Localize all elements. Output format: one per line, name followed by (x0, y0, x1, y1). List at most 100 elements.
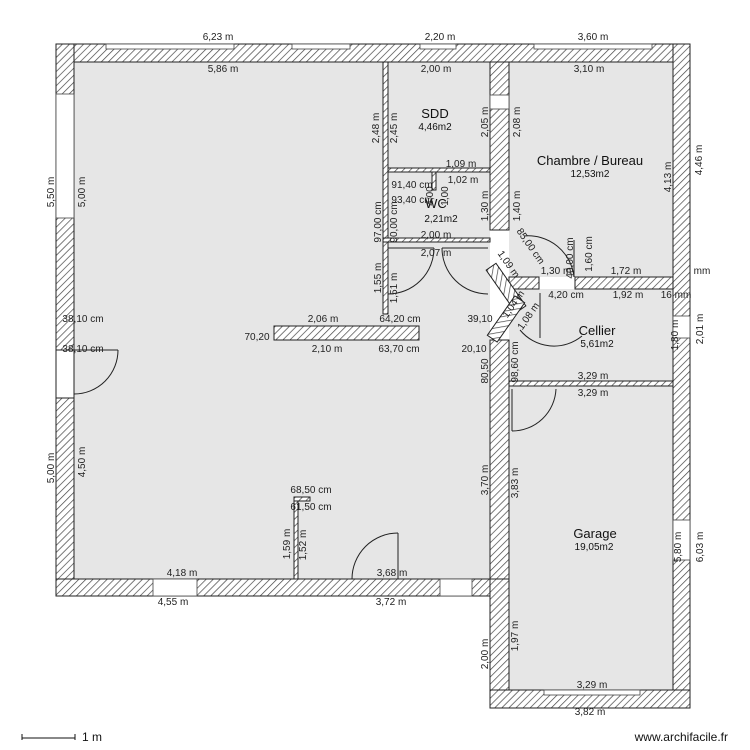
dim-label: 2,00 m (421, 64, 452, 75)
window-top-1 (105, 43, 235, 50)
dim-label: 64,20 cm (379, 314, 420, 325)
dim-label: 1,09 m (446, 159, 477, 170)
room-area-cellier: 5,61m2 (580, 339, 614, 350)
dim-label: 5,00 m (77, 177, 88, 208)
wall-right (672, 43, 691, 709)
room-area-sdd: 4,46m2 (418, 122, 452, 133)
dim-label: 1,80 m (670, 320, 681, 351)
dim-label: 1,30 m (541, 266, 572, 277)
room-labels: SDD 4,46m2 WC 2,21m2 Chambre / Bureau 12… (418, 106, 643, 553)
dim-label: 4,20 cm (548, 290, 584, 301)
site-credit: www.archifacile.fr (634, 730, 728, 744)
dim-label: 98,60 cm (510, 341, 521, 382)
dim-label: 2,00 m (480, 639, 491, 670)
wall-sdd-wc (387, 167, 491, 173)
dim-label: 6,03 m (695, 532, 706, 563)
room-name-cellier: Cellier (579, 323, 617, 338)
dim-label: 3,70 m (480, 465, 491, 496)
room-name-sdd: SDD (421, 106, 448, 121)
window-right-cellier (672, 315, 691, 339)
dim-label: 68,50 cm (290, 485, 331, 496)
dim-label: 38,10 cm (62, 344, 103, 355)
dim-label: 2,06 m (308, 314, 339, 325)
wall-garage-left (489, 578, 510, 709)
footer: 1 m www.archifacile.fr (21, 730, 728, 744)
room-name-garage: Garage (573, 526, 616, 541)
dim-label: 3,68 m (377, 568, 408, 579)
doors (55, 235, 583, 580)
dim-label: 3,29 m (577, 680, 608, 691)
dim-label: 2,45 m (389, 113, 400, 144)
dim-label: 97,00 cm (373, 201, 384, 242)
dim-label: 91,40 cm (391, 180, 432, 191)
room-floors (74, 62, 673, 690)
room-name-chambre: Chambre / Bureau (537, 153, 643, 168)
dim-label: 6,23 m (203, 32, 234, 43)
dim-label: 2,10 m (312, 344, 343, 355)
dim-label: 5,00 m (46, 453, 57, 484)
dim-label: 1,00 (440, 186, 451, 206)
cellier-floor (509, 289, 673, 381)
wall-garage-living (489, 339, 510, 580)
room-area-chambre: 12,53m2 (571, 169, 610, 180)
sdd-floor (388, 62, 490, 172)
door-wc-hall (387, 247, 489, 295)
wall-sdd-right (489, 61, 510, 231)
interior-walls (273, 61, 674, 580)
dim-label: 2,01 m (695, 314, 706, 345)
door-entry-left (55, 349, 119, 399)
dim-label: 20,10 (461, 344, 486, 355)
wall-living-partition (273, 325, 420, 341)
door-bottom (351, 532, 399, 580)
dim-label: 1,59 m (282, 529, 293, 560)
dim-label: 4,50 m (77, 447, 88, 478)
dim-label: 1,40 m (512, 191, 523, 222)
dim-label: 3,10 m (574, 64, 605, 75)
door-chambre (523, 235, 575, 278)
chambre-floor (509, 62, 673, 277)
dim-label: 1,51 m (389, 273, 400, 304)
wall-wc-stub (431, 171, 437, 191)
dim-label: 3,29 m (578, 371, 609, 382)
dim-label: 93,40 cm (391, 195, 432, 206)
dim-label: mm (694, 266, 711, 277)
wall-diag-2 (486, 295, 526, 343)
dim-label: 80,50 (480, 358, 491, 383)
dimension-labels-vertical: 5,50 m 5,00 m 2,48 m 2,45 m 2,05 m 2,08 … (46, 107, 706, 670)
dim-label: 4,46 m (694, 145, 705, 176)
wall-bottom-left (55, 578, 491, 597)
wall-hall-left (382, 241, 389, 315)
dim-label: 40,00 cm (565, 237, 576, 278)
dim-label: 38,10 cm (62, 314, 103, 325)
dim-label: 2,00 m (421, 230, 452, 241)
dim-label: 1,92 m (613, 290, 644, 301)
window-chambre-left (489, 94, 510, 110)
windows (55, 43, 691, 696)
dim-label: 39,10 (467, 314, 492, 325)
wc-floor (388, 172, 490, 242)
dim-label: 90,00 cm (389, 201, 400, 242)
dim-label: 3,83 m (510, 468, 521, 499)
window-right-garage (672, 519, 691, 561)
dimension-labels-horizontal: 6,23 m 5,86 m 2,20 m 2,00 m 3,60 m 3,10 … (62, 32, 710, 718)
door-cellier (519, 293, 583, 347)
wall-chambre-bottom (574, 276, 674, 290)
window-left-1 (55, 93, 75, 219)
room-area-wc: 2,21m2 (424, 214, 458, 225)
dim-label: 2,05 m (480, 107, 491, 138)
scale-bar (21, 734, 76, 740)
dim-label: 16 mm (661, 290, 692, 301)
window-garage-bottom (543, 689, 641, 696)
door-garage (511, 388, 557, 432)
dim-label: 1,97 m (510, 621, 521, 652)
dim-label: 4,55 m (158, 597, 189, 608)
dim-label: 61,50 cm (290, 502, 331, 513)
dim-label: 1,02 m (448, 175, 479, 186)
dim-label: 2,08 m (512, 107, 523, 138)
dim-label: 2,20 m (425, 32, 456, 43)
dim-label: 5,86 m (208, 64, 239, 75)
window-top-2 (291, 43, 351, 50)
dim-label: 2,07 m (421, 248, 452, 259)
dim-label: 4,13 m (663, 162, 674, 193)
dim-label: 4,18 m (167, 568, 198, 579)
